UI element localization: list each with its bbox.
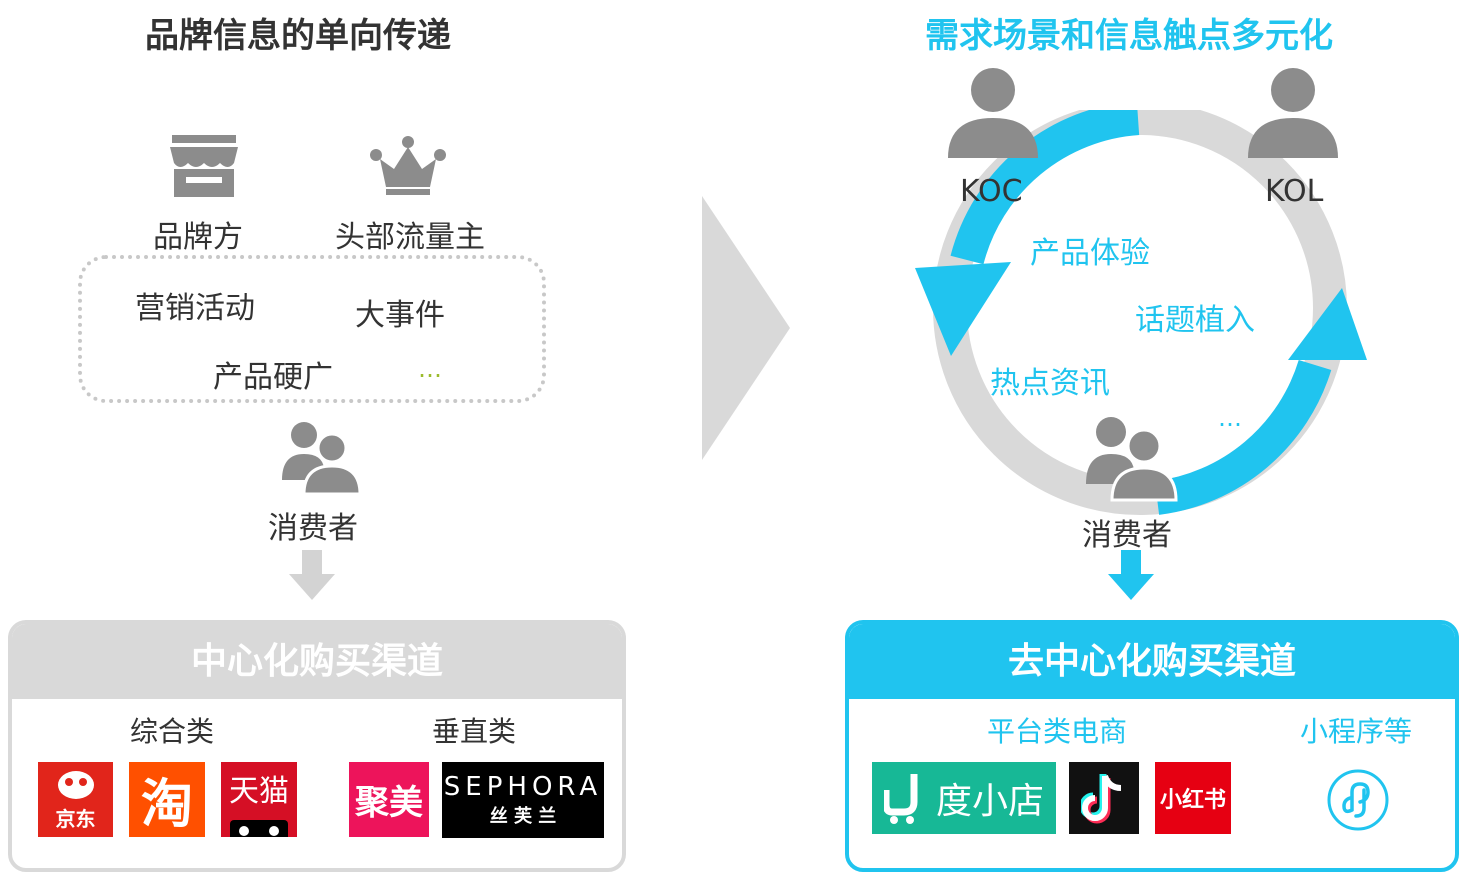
jd-text: 京东 bbox=[55, 807, 96, 831]
source-top-influencer: 头部流量主 bbox=[335, 220, 485, 255]
duxiaodian-text: 度小店 bbox=[935, 781, 1044, 822]
tmall-text: 天猫 bbox=[229, 774, 289, 809]
touchpoint-topic-placement: 话题植入 bbox=[1135, 303, 1255, 338]
douyin-note-icon bbox=[1081, 774, 1122, 824]
koc-person-icon bbox=[948, 68, 1038, 158]
activity-hard-ad: 产品硬广 bbox=[213, 360, 333, 395]
douyin-logo[interactable] bbox=[1069, 762, 1139, 834]
taobao-logo[interactable]: 淘 bbox=[129, 762, 205, 837]
kol-label: KOL bbox=[1265, 174, 1324, 209]
touchpoint-more: … bbox=[1218, 404, 1242, 432]
sephora-cn-text: 丝 芙 兰 bbox=[489, 806, 557, 827]
mini-program-icon[interactable] bbox=[1326, 768, 1390, 832]
jumei-text: 聚美 bbox=[355, 783, 423, 823]
activity-big-event: 大事件 bbox=[355, 298, 445, 333]
cart-icon bbox=[883, 774, 918, 824]
sephora-en-text: SEPHORA bbox=[443, 772, 603, 802]
centralized-channel-heading: 中心化购买渠道 bbox=[12, 624, 622, 699]
group-vertical: 垂直类 bbox=[432, 715, 517, 748]
jd-logo[interactable]: 京东 bbox=[38, 762, 113, 837]
right-consumer-label: 消费者 bbox=[1082, 518, 1172, 553]
down-arrow-icon bbox=[1108, 550, 1154, 600]
activities-box bbox=[78, 255, 546, 403]
activity-more: … bbox=[418, 355, 442, 383]
consumers-icon bbox=[1086, 417, 1178, 502]
source-brand: 品牌方 bbox=[153, 220, 243, 255]
left-consumer-label: 消费者 bbox=[268, 511, 358, 546]
tmall-logo[interactable]: 天猫 bbox=[221, 762, 297, 837]
group-comprehensive: 综合类 bbox=[130, 715, 215, 748]
tmall-cat-icon bbox=[230, 820, 288, 837]
decentralized-channel-heading: 去中心化购买渠道 bbox=[849, 624, 1455, 699]
koc-label: KOC bbox=[960, 174, 1023, 209]
activity-marketing: 营销活动 bbox=[135, 291, 255, 326]
crown-icon bbox=[370, 136, 446, 195]
kol-person-icon bbox=[1248, 68, 1338, 158]
group-platform-ecommerce: 平台类电商 bbox=[987, 715, 1128, 748]
touchpoint-product-experience: 产品体验 bbox=[1030, 236, 1150, 271]
touchpoint-hot-news: 热点资讯 bbox=[990, 366, 1110, 401]
xiaohongshu-text: 小红书 bbox=[1159, 788, 1226, 813]
group-mini-programs: 小程序等 bbox=[1300, 715, 1413, 748]
centralized-channel-box: 中心化购买渠道 bbox=[8, 620, 626, 872]
store-icon bbox=[170, 135, 238, 197]
jd-dog-icon bbox=[57, 771, 94, 799]
duxiaodian-logo[interactable]: 度小店 bbox=[872, 762, 1056, 834]
down-arrow-icon bbox=[289, 550, 335, 600]
decentralized-channel-box: 去中心化购买渠道 bbox=[845, 620, 1459, 872]
taobao-text: 淘 bbox=[140, 775, 193, 835]
xiaohongshu-logo[interactable]: 小红书 bbox=[1155, 762, 1231, 834]
transition-arrow-icon bbox=[702, 196, 790, 460]
consumers-icon bbox=[282, 422, 362, 496]
left-title: 品牌信息的单向传递 bbox=[145, 16, 451, 56]
sephora-logo[interactable]: SEPHORA 丝 芙 兰 bbox=[442, 762, 604, 838]
right-title: 需求场景和信息触点多元化 bbox=[925, 16, 1333, 56]
jumei-logo[interactable]: 聚美 bbox=[349, 762, 429, 837]
